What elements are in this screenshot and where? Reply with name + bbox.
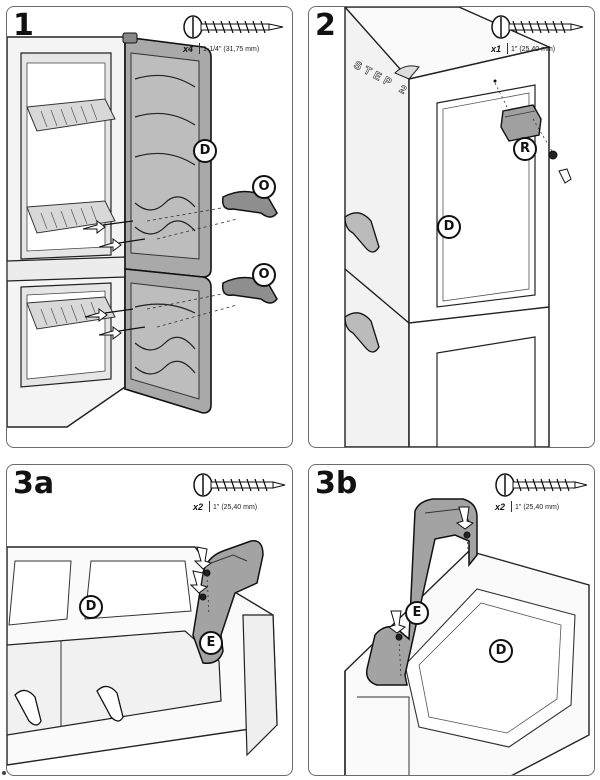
step-3a-panel: 3a x2 1" (25,40 mm) D E <box>6 464 293 776</box>
screw-quantity: x2 <box>193 502 204 512</box>
screw-icon <box>491 15 584 39</box>
screw-quantity: x2 <box>495 502 506 512</box>
step-2-panel: STEP 2 2 x1 1" (25,40 mm) D R <box>308 6 595 448</box>
screw-size: 1" (25,40 mm) <box>213 504 258 511</box>
screw-icon <box>183 15 284 39</box>
step-number: 2 <box>315 8 336 43</box>
callout-bracket-r: R <box>513 137 537 161</box>
step-number: 3a <box>13 466 55 501</box>
callout-door-d: D <box>437 215 461 239</box>
callout-door-d: D <box>489 639 513 663</box>
hardware-indicator: x1 1" (25,40 mm) <box>487 11 594 57</box>
callout-door-d: D <box>79 595 103 619</box>
screw-icon <box>495 473 588 497</box>
hardware-indicator: x2 1" (25,40 mm) <box>189 469 292 515</box>
step-3b-illustration <box>344 498 590 775</box>
callout-bracket-e: E <box>405 601 429 625</box>
screw-size: 1" (25,40 mm) <box>511 46 556 53</box>
screw-icon <box>193 473 286 497</box>
step-number: 3b <box>315 466 358 501</box>
step-number: 1 <box>13 8 34 43</box>
screw-quantity: x4 <box>183 44 194 54</box>
callout-handle-o-bottom: O <box>252 263 276 287</box>
screw-size: 1-1/4" (31,75 mm) <box>203 46 260 53</box>
callout-door-d: D <box>193 139 217 163</box>
step-1-illustration <box>7 32 278 428</box>
step-3b-panel: 3b x2 1" (25,40 mm) E D <box>308 464 595 776</box>
page-mark <box>2 771 6 775</box>
hardware-indicator: x2 1" (25,40 mm) <box>491 469 594 515</box>
step-1-panel: 1 x4 1-1/4" (31,75 mm) D O O <box>6 6 293 448</box>
screw-size: 1" (25,40 mm) <box>515 504 560 511</box>
callout-bracket-e: E <box>199 631 223 655</box>
callout-handle-o-top: O <box>252 175 276 199</box>
screw-quantity: x1 <box>491 44 502 54</box>
hardware-indicator: x4 1-1/4" (31,75 mm) <box>179 11 289 57</box>
